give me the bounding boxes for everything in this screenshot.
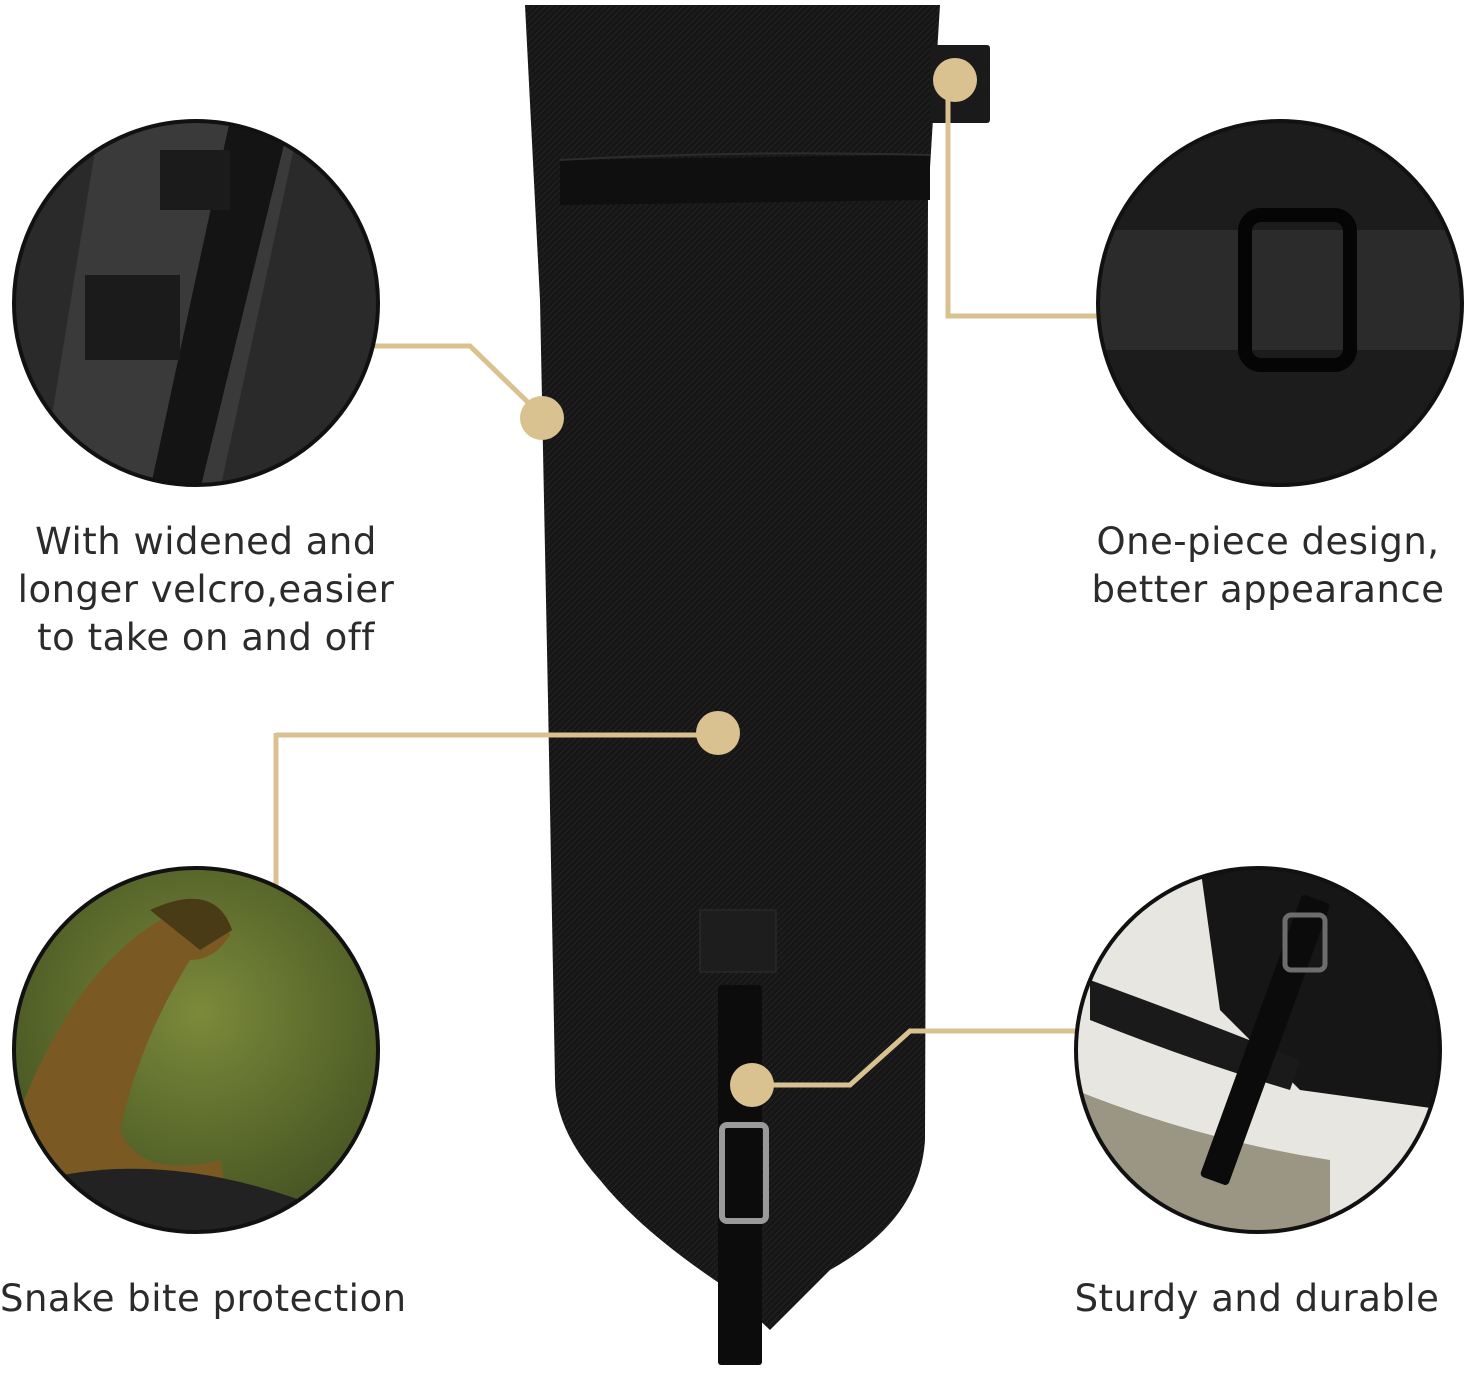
velcro-detail-image bbox=[12, 119, 380, 487]
velcro-patch bbox=[699, 909, 777, 973]
velcro-caption-line: to take on and off bbox=[37, 616, 375, 659]
one-piece-caption-line: One-piece design, bbox=[1096, 520, 1440, 563]
velcro-caption: With widened and longer velcro,easier to… bbox=[8, 518, 404, 662]
snake-caption: Snake bite protection bbox=[0, 1275, 407, 1323]
sturdy-caption: Sturdy and durable bbox=[1060, 1275, 1454, 1323]
buckle bbox=[719, 1122, 769, 1224]
gaiter-product bbox=[525, 5, 990, 1365]
one-piece-caption-line: better appearance bbox=[1091, 568, 1445, 611]
sturdy-detail-image bbox=[1074, 866, 1442, 1234]
sturdy-caption-line: Sturdy and durable bbox=[1074, 1277, 1440, 1320]
connector-dots bbox=[520, 58, 977, 1107]
snake-detail-image bbox=[12, 866, 380, 1234]
velcro-caption-line: longer velcro,easier bbox=[17, 568, 395, 611]
buckle-detail-image bbox=[1096, 119, 1464, 487]
snake-caption-line: Snake bite protection bbox=[0, 1277, 407, 1320]
one-piece-caption: One-piece design, better appearance bbox=[1072, 518, 1464, 614]
velcro-caption-line: With widened and bbox=[35, 520, 377, 563]
